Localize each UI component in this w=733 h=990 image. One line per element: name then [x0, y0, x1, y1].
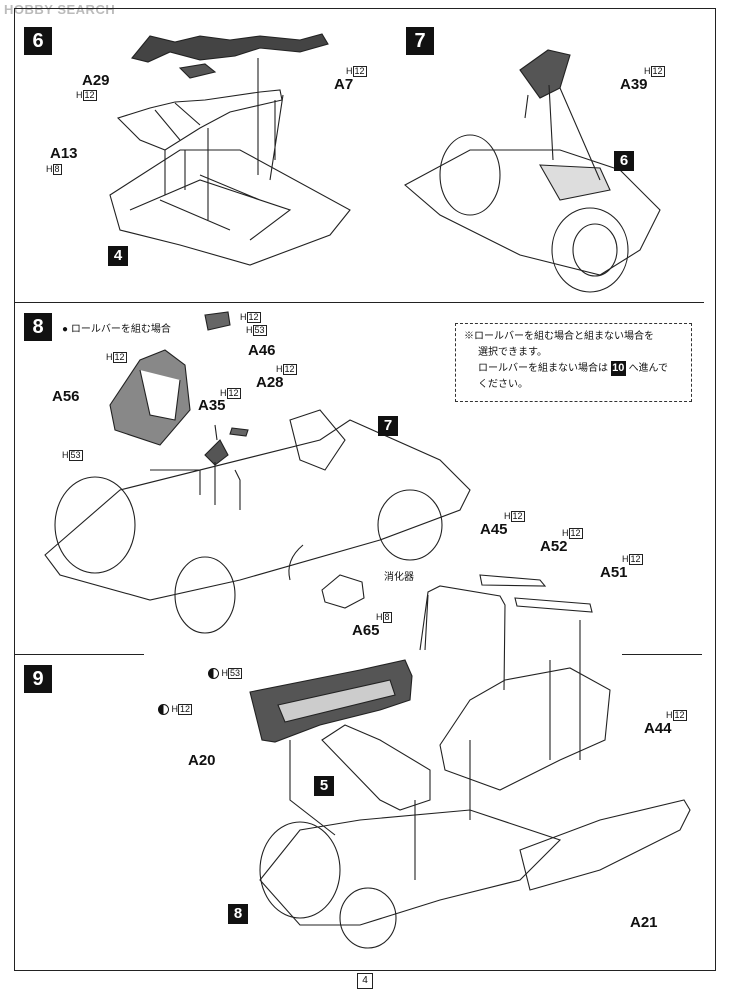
- divider-row2-right: [622, 654, 702, 655]
- ref-step-5: 5: [314, 776, 334, 796]
- part-label-a39: A39: [620, 76, 648, 93]
- side-sill-a21: [519, 799, 691, 891]
- divider-row2: [14, 654, 144, 655]
- rollbar-option-label: ● ロールバーを組む場合: [62, 324, 171, 335]
- part-a29: [178, 63, 217, 79]
- part-label-a7: A7: [334, 76, 354, 93]
- ref-step-6: 6: [614, 151, 634, 171]
- part-label-a21: A21: [630, 914, 658, 931]
- part-label-a46: A46: [248, 342, 276, 359]
- muffler-a39: [519, 49, 571, 99]
- wheel-rear-right: [551, 207, 629, 293]
- wheel-front-step9: [259, 821, 341, 919]
- chassis-step7: [404, 149, 661, 276]
- rollbar-a45: [419, 585, 506, 691]
- chassis-step8: [44, 419, 471, 601]
- brace-a52: [479, 574, 547, 587]
- step-7-badge: 7: [406, 27, 434, 55]
- divider-row1: [14, 302, 704, 303]
- gearshift-a35: [204, 439, 229, 466]
- page-frame: [14, 8, 716, 971]
- wheel-front-step8: [54, 476, 136, 574]
- part-label-a20: A20: [188, 752, 216, 769]
- ref-step-4: 4: [108, 246, 128, 266]
- note-step-ref: 10: [610, 361, 626, 376]
- part-label-a13: A13: [50, 145, 78, 162]
- brace-a51: [514, 597, 593, 613]
- center-console: [321, 724, 431, 811]
- note-line-4: ください。: [478, 379, 528, 390]
- part-a46: [204, 311, 231, 331]
- step-9-badge: 9: [24, 665, 52, 693]
- ref-step-8: 8: [228, 904, 248, 924]
- part-label-a51: A51: [600, 564, 628, 581]
- part-a28: [229, 427, 249, 437]
- rear-panel-a44: [439, 667, 611, 791]
- wheel-rear-left: [439, 134, 501, 216]
- watermark: HOBBY SEARCH: [4, 2, 116, 17]
- ref-step-7: 7: [378, 416, 398, 436]
- transmission-a13: [116, 89, 283, 151]
- part-label-a56: A56: [52, 388, 80, 405]
- part-label-a52: A52: [540, 538, 568, 555]
- part-label-a29: A29: [82, 72, 110, 89]
- note-line-1: ※ロールバーを組む場合と組まない場合を: [464, 331, 654, 342]
- rollbar-note-box: ※ロールバーを組む場合と組まない場合を 選択できます。 ロールバーを組まない場合…: [455, 323, 692, 402]
- part-label-a35: A35: [198, 397, 226, 414]
- extinguisher-a65: [321, 574, 365, 609]
- note-line-2: 選択できます。: [478, 347, 547, 358]
- step-6-badge: 6: [24, 27, 52, 55]
- floor-step6: [109, 149, 351, 266]
- page-number: 4: [357, 973, 373, 989]
- part-label-a44: A44: [644, 720, 672, 737]
- step-8-badge: 8: [24, 313, 52, 341]
- part-label-a45: A45: [480, 521, 508, 538]
- part-label-a28: A28: [256, 374, 284, 391]
- exhaust-pipe-a7: [131, 33, 329, 63]
- extinguisher-label: 消化器: [384, 572, 414, 583]
- note-line-3: ロールバーを組まない場合は 10 へ進んで: [478, 361, 669, 376]
- chassis-step9: [259, 809, 562, 926]
- part-label-a65: A65: [352, 622, 380, 639]
